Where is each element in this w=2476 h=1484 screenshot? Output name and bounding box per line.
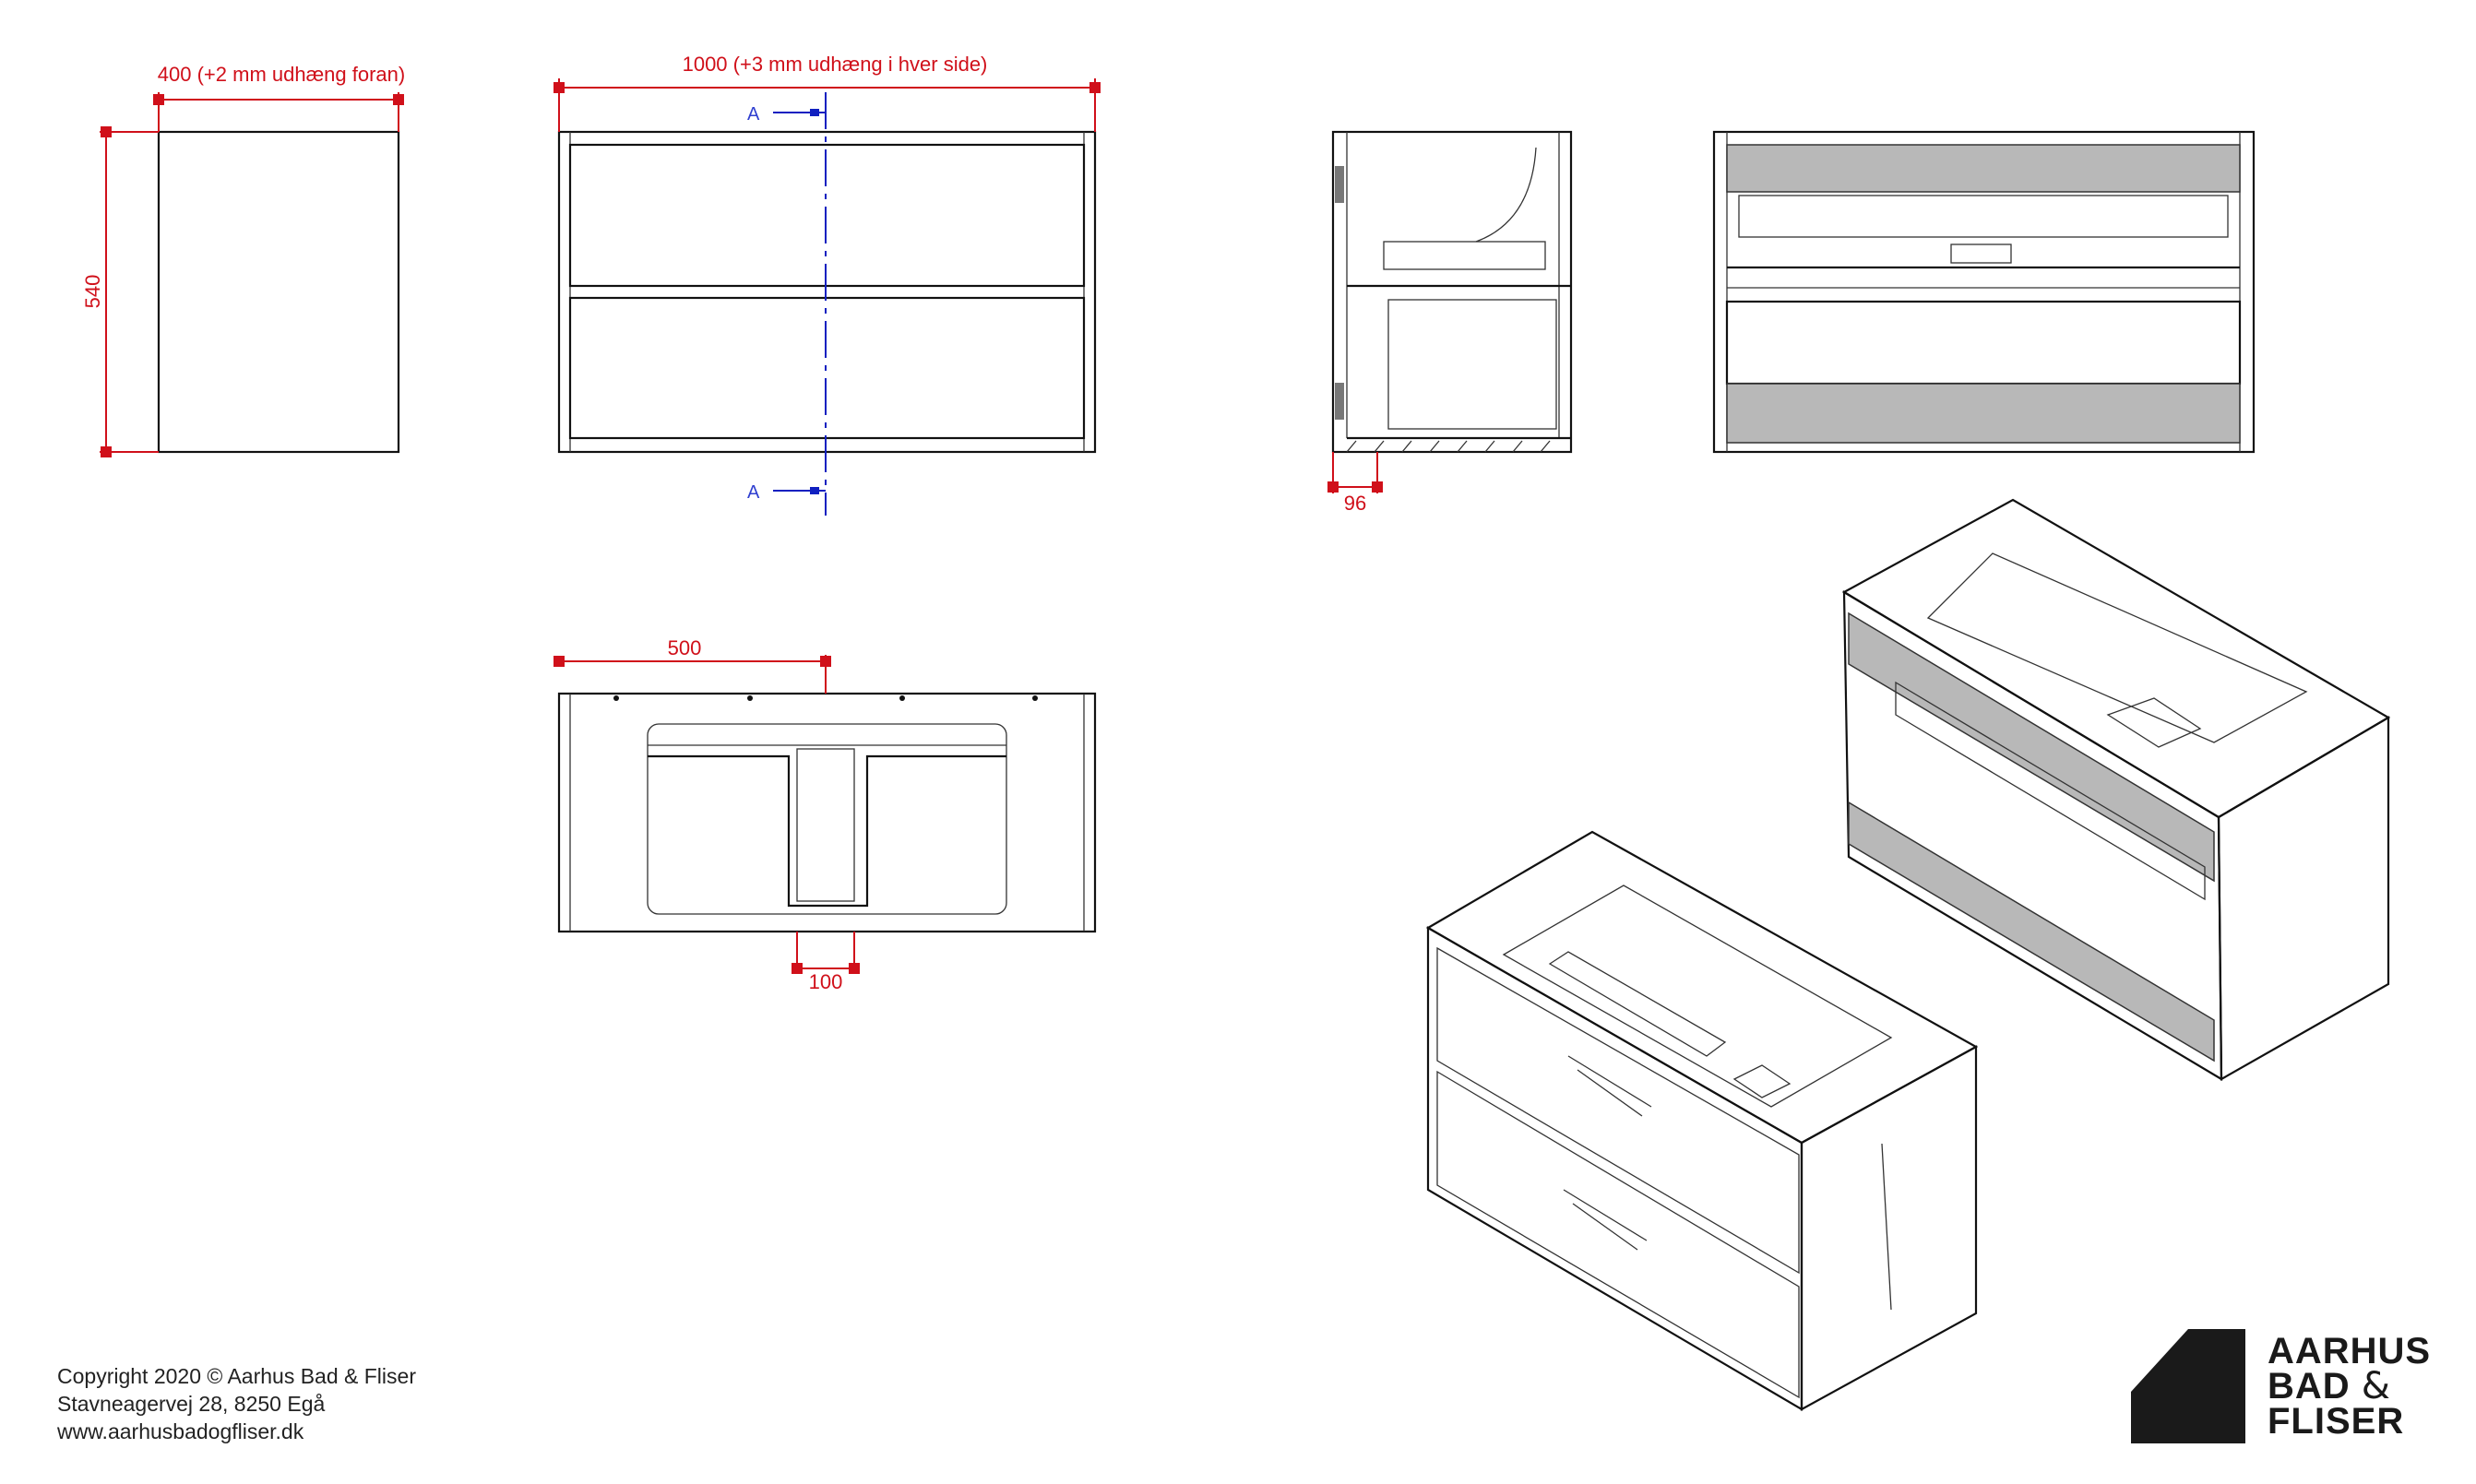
isometric-rear-view bbox=[1841, 498, 2391, 1081]
logo-ampersand: & bbox=[2361, 1365, 2391, 1407]
section-mark-top: A bbox=[747, 104, 760, 125]
copyright-text: Copyright 2020 © Aarhus Bad & Fliser bbox=[57, 1364, 416, 1388]
front-view: 1000 (+3 mm udhæng i hver side) A A bbox=[554, 53, 1101, 516]
wall-offset-dimension-label: 96 bbox=[1344, 492, 1366, 515]
basin-center-dimension-label: 500 bbox=[668, 636, 702, 659]
company-logo: AARHUS BAD & FLISER bbox=[2268, 1331, 2432, 1442]
height-dimension-label: 540 bbox=[81, 275, 104, 309]
overflow-dimension-label: 100 bbox=[809, 970, 843, 993]
section-view: 96 bbox=[1327, 130, 1573, 515]
top-view: 500 100 bbox=[554, 636, 1097, 993]
address-text: Stavneagervej 28, 8250 Egå bbox=[57, 1392, 326, 1416]
logo-line-1: AARHUS bbox=[2268, 1331, 2432, 1371]
logo-mark-icon bbox=[2131, 1329, 2245, 1443]
footer: Copyright 2020 © Aarhus Bad & Fliser Sta… bbox=[57, 1362, 416, 1445]
depth-dimension-label: 400 (+2 mm udhæng foran) bbox=[158, 63, 405, 86]
logo-line-2: BAD bbox=[2268, 1366, 2351, 1407]
logo-line-3: FLISER bbox=[2268, 1401, 2405, 1442]
side-view: 400 (+2 mm udhæng foran) 540 bbox=[81, 63, 405, 457]
width-dimension-label: 1000 (+3 mm udhæng i hver side) bbox=[683, 53, 988, 76]
isometric-front-view bbox=[1425, 830, 1979, 1411]
website-link[interactable]: www.aarhusbadogfliser.dk bbox=[57, 1419, 304, 1443]
rear-view bbox=[1712, 130, 2256, 454]
section-mark-bottom: A bbox=[747, 482, 760, 503]
